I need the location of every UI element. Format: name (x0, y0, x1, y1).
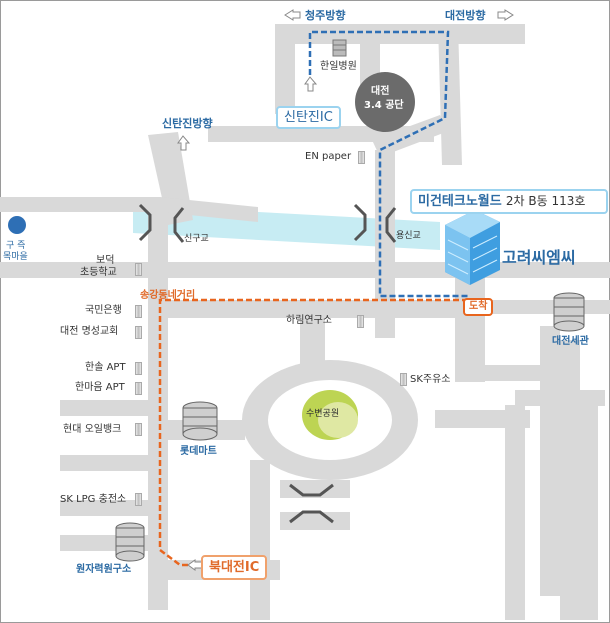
gugeuk-marker (8, 216, 26, 234)
direction-sintanjin-label: 신탄진방향 (162, 117, 213, 130)
myeongseong-church-marker (135, 326, 142, 339)
hallim-institute-marker (357, 315, 364, 328)
hyundai-oilbank-marker (135, 423, 142, 436)
target-building-name: 미건테크노월드 (418, 194, 502, 209)
sintanjin-ic-box: 신탄진IC (276, 106, 341, 129)
target-building-unit: 2차 B동 113호 (505, 194, 586, 208)
myeongseong-church-label: 대전 명성교회 (60, 326, 119, 337)
gugeuk-label-line1: 구 즉 (6, 241, 26, 251)
daejeon-industrial-label-line1: 대전 (371, 86, 390, 97)
en-paper-label: EN paper (305, 151, 352, 162)
atomic-institute-label: 원자력원구소 (76, 564, 132, 575)
lotte-mart-label: 롯데마트 (180, 446, 217, 457)
singu-bridge-label: 신구교 (184, 234, 209, 244)
daejeon-industrial-complex-marker (355, 72, 415, 132)
lotte-mart-building-icon (182, 401, 218, 441)
sk-gas-station-marker (400, 373, 407, 386)
sk-gas-station-label: SK주유소 (410, 374, 451, 385)
bridge-markers (138, 203, 397, 524)
kookmin-bank-label: 국민은행 (85, 305, 122, 316)
songgang-intersection-label: 송강동네거리 (140, 290, 196, 301)
hanol-apt-label: 한솔 APT (85, 362, 126, 373)
hyundai-oilbank-label: 현대 오일뱅크 (63, 424, 122, 435)
subyeon-park-label: 수변공원 (306, 409, 340, 419)
direction-arrows (177, 9, 514, 571)
building-icon (332, 39, 347, 57)
sk-lpg-marker (135, 493, 142, 506)
bodeok-label-line2: 초등학교 (80, 267, 117, 278)
gugeuk-label-line2: 목마을 (3, 252, 28, 262)
daejeon-industrial-label-line2: 3.4 공단 (364, 100, 404, 111)
bodeok-marker (135, 263, 142, 276)
hanma-apt-marker (135, 382, 142, 395)
hanil-hospital-label: 한일병원 (320, 61, 357, 72)
atomic-institute-building-icon (115, 522, 145, 562)
hanol-apt-marker (135, 362, 142, 375)
hallim-institute-label: 하림연구소 (286, 315, 332, 326)
target-building-icon (445, 210, 500, 285)
bukdaejeon-ic-box: 북대전IC (201, 555, 268, 580)
direction-cheongju-label: 청주방향 (305, 9, 346, 22)
target-address-box: 미건테크노월드 2차 B동 113호 (410, 189, 608, 214)
sk-lpg-label: SK LPG 충전소 (60, 494, 127, 505)
company-name-label: 고려씨엠씨 (502, 248, 576, 267)
customs-building-icon (553, 292, 585, 332)
arrival-badge: 도착 (463, 298, 494, 316)
kookmin-bank-marker (135, 305, 142, 318)
daejeon-customs-label: 대전세관 (552, 336, 589, 347)
bodeok-label-line1: 보덕 (96, 255, 115, 266)
direction-daejeon-label: 대전방향 (445, 9, 486, 22)
hanma-apt-label: 한마음 APT (75, 382, 125, 393)
yongsin-bridge-label: 용신교 (396, 231, 421, 241)
en-paper-marker (358, 151, 365, 164)
